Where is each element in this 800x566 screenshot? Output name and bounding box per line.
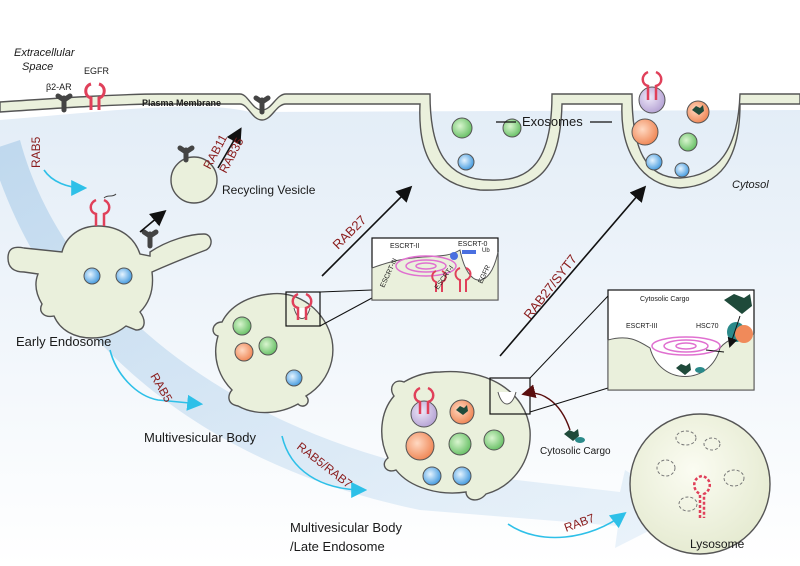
escrt2-label: ESCRT-II — [390, 243, 419, 250]
b2ar-receptor-icon — [55, 93, 73, 113]
mvb-late-label-2: /Late Endosome — [290, 539, 385, 554]
egfr-icon — [291, 292, 313, 320]
inset-marker-box — [285, 291, 321, 327]
exosome-green — [451, 117, 473, 139]
exosome-green — [502, 118, 522, 138]
intraluminal-vesicle — [452, 466, 472, 486]
egfr-label: EGFR — [84, 66, 110, 76]
escrt-inset — [371, 237, 499, 301]
egfr-icon — [89, 198, 111, 226]
intraluminal-vesicle — [405, 431, 435, 461]
egfr-icon — [413, 386, 435, 414]
mvb-label: Multivesicular Body — [144, 430, 256, 445]
plasma-membrane — [0, 93, 800, 191]
egfr-icon — [641, 70, 663, 100]
degraded-vesicles — [656, 430, 745, 512]
plasma-membrane-label: Plasma Membrane — [142, 98, 221, 108]
mvb-late-label-1: Multivesicular Body — [290, 520, 402, 535]
rab5-top-label: RAB5 — [29, 136, 43, 168]
cytosolic-cargo-icon — [564, 429, 579, 441]
intraluminal-vesicle — [285, 369, 303, 387]
escrt0-label: ESCRT-0 — [458, 241, 488, 248]
inset2-escrt3-label: ESCRT-III — [626, 323, 657, 330]
hsc70-inset — [607, 289, 755, 391]
lysosome — [629, 413, 771, 555]
inset2-cargo-label: Cytosolic Cargo — [640, 296, 690, 303]
degraded-egfr-icon — [693, 474, 711, 518]
intraluminal-vesicle — [234, 342, 254, 362]
inset2-hsc70-label: HSC70 — [696, 323, 719, 330]
intraluminal-vesicle — [258, 336, 278, 356]
early-endosome — [7, 225, 212, 339]
extracellular-label-1: Extracellular — [14, 47, 76, 59]
cytosolic-cargo-label: Cytosolic Cargo — [540, 446, 611, 457]
cytosolic-cargo-icon — [456, 405, 468, 415]
exosome-orange — [631, 118, 659, 146]
egfr-receptor-icon — [84, 82, 106, 110]
exosome-green — [678, 132, 698, 152]
cytosol-label: Cytosol — [732, 179, 769, 191]
exosome-blue — [457, 153, 475, 171]
recycling-vesicle-label: Recycling Vesicle — [222, 183, 316, 197]
intraluminal-vesicle — [422, 466, 442, 486]
receptor-icon — [141, 229, 159, 249]
intraluminal-vesicle — [83, 267, 101, 285]
exosomes-label: Exosomes — [522, 114, 583, 129]
receptor-icon — [177, 145, 195, 163]
exosome-purple — [638, 86, 666, 114]
early-endosome-label: Early Endosome — [16, 334, 111, 349]
recycling-vesicle — [170, 156, 218, 204]
pathway-arrow — [0, 140, 690, 548]
membrane-receptor-icon — [253, 95, 271, 115]
lysosome-label: Lysosome — [690, 537, 745, 551]
b2ar-label: β2-AR — [46, 82, 72, 92]
cytosolic-cargo-icon — [692, 105, 704, 115]
intraluminal-vesicle — [115, 267, 133, 285]
ub-label: Ub — [482, 248, 490, 254]
intraluminal-vesicle — [483, 429, 505, 451]
intraluminal-vesicle — [232, 316, 252, 336]
extracellular-label-2: Space — [22, 61, 53, 73]
exosome-blue — [674, 162, 690, 178]
intraluminal-vesicle — [410, 400, 438, 428]
exosome-blue — [645, 153, 663, 171]
intraluminal-vesicle — [448, 432, 472, 456]
cytosol-area — [0, 106, 800, 566]
